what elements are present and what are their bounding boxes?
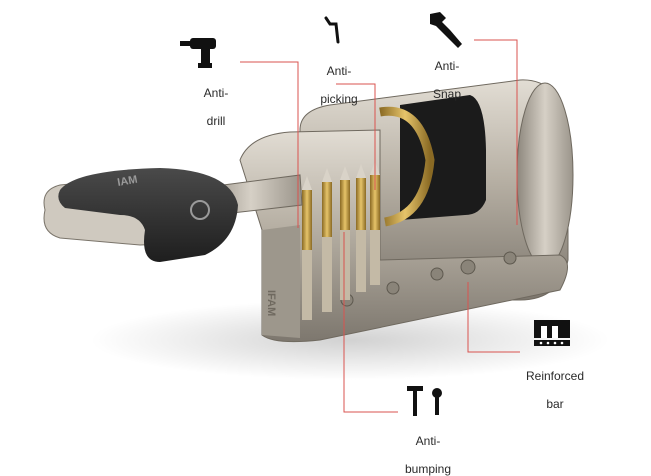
label-anti-bumping: Anti- bumping [400,420,456,476]
cutaway-housing [239,129,568,343]
key-brand-text: IAM [116,174,138,189]
label-anti-picking: Anti- picking [314,50,364,106]
label-anti-bumping-line1: Anti- [415,434,441,448]
wrench-icon [430,12,462,48]
callout-line-anti-drill [240,61,299,228]
reinforced-bar-icon [534,320,570,346]
callout-line-anti-snap [474,39,518,225]
callout-line-anti-picking [336,83,376,190]
label-anti-drill: Anti- drill [196,72,236,128]
callout-line-reinforced-bar [467,282,520,353]
lock-cylinder-diagram: IAM IFAM [43,12,610,416]
label-anti-bumping-line2: bumping [404,462,452,476]
label-anti-snap: Anti- Snap [424,45,470,101]
callout-lines [240,39,520,413]
pin-stack [302,161,380,320]
label-anti-snap-line1: Anti- [434,59,460,73]
label-anti-drill-line2: drill [206,114,226,128]
label-reinforced-bar-line1: Reinforced [525,369,585,383]
label-anti-picking-line1: Anti- [326,64,352,78]
floor-shadow [90,300,610,380]
label-reinforced-bar-line2: bar [546,397,564,411]
drill-icon [180,38,216,68]
key [43,168,303,262]
label-reinforced-bar: Reinforced bar [520,355,590,411]
label-anti-picking-line2: picking [320,92,358,106]
lockpick-icon [324,16,340,44]
hammer-key-icon [407,386,442,416]
cylinder-engraving-text: IFAM [265,290,277,316]
callout-line-anti-bumping [343,232,398,413]
label-anti-snap-line2: Snap [432,87,462,101]
label-anti-drill-line1: Anti- [203,86,229,100]
